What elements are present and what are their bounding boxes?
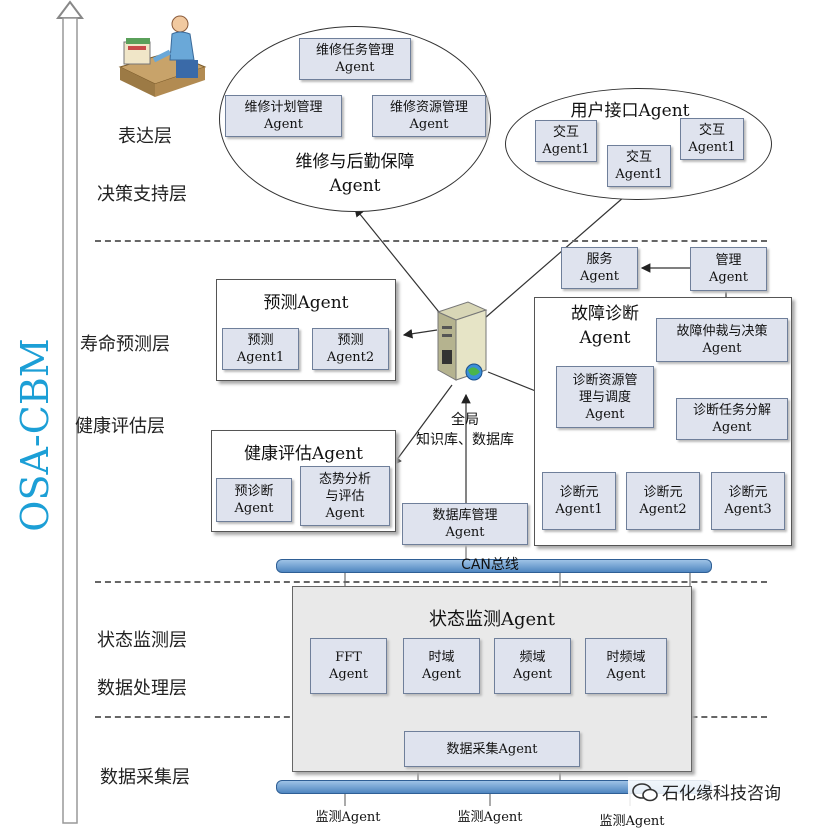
can-bus-label: CAN总线 xyxy=(461,557,519,573)
layer-expression: 表达层 xyxy=(118,126,172,147)
global-knowledge-label: 全局知识库、数据库 xyxy=(416,412,514,448)
layer-health: 健康评估层 xyxy=(75,416,165,437)
user-interface-title: 用户接口Agent xyxy=(570,101,690,121)
watermark-text: 石化缘科技咨询 xyxy=(662,784,781,804)
watermark: 石化缘科技咨询 xyxy=(628,777,785,806)
state-monitor-title: 状态监测Agent xyxy=(429,609,555,630)
monitor-agent: 监测Agent xyxy=(599,814,665,829)
layer-state-monitor: 状态监测层 xyxy=(97,630,187,651)
monitor-agent: 监测Agent xyxy=(457,810,523,825)
person-desk-icon xyxy=(118,15,207,97)
can-bus xyxy=(276,559,712,573)
layer-data-acquisition: 数据采集层 xyxy=(100,767,190,788)
health-title: 健康评估Agent xyxy=(244,444,363,464)
server-icon xyxy=(436,301,488,381)
monitor-agent: 监测Agent xyxy=(315,810,381,825)
osa-axis xyxy=(56,0,84,824)
layer-data-processing: 数据处理层 xyxy=(97,678,187,699)
prediction-title: 预测Agent xyxy=(263,293,349,313)
data-acquisition-agent: 数据采集Agent xyxy=(404,731,580,767)
layer-life-prediction: 寿命预测层 xyxy=(80,334,170,355)
divider-line xyxy=(95,240,767,242)
layer-decision: 决策支持层 xyxy=(97,184,187,205)
divider-line xyxy=(95,581,767,583)
wechat-icon xyxy=(632,782,658,801)
